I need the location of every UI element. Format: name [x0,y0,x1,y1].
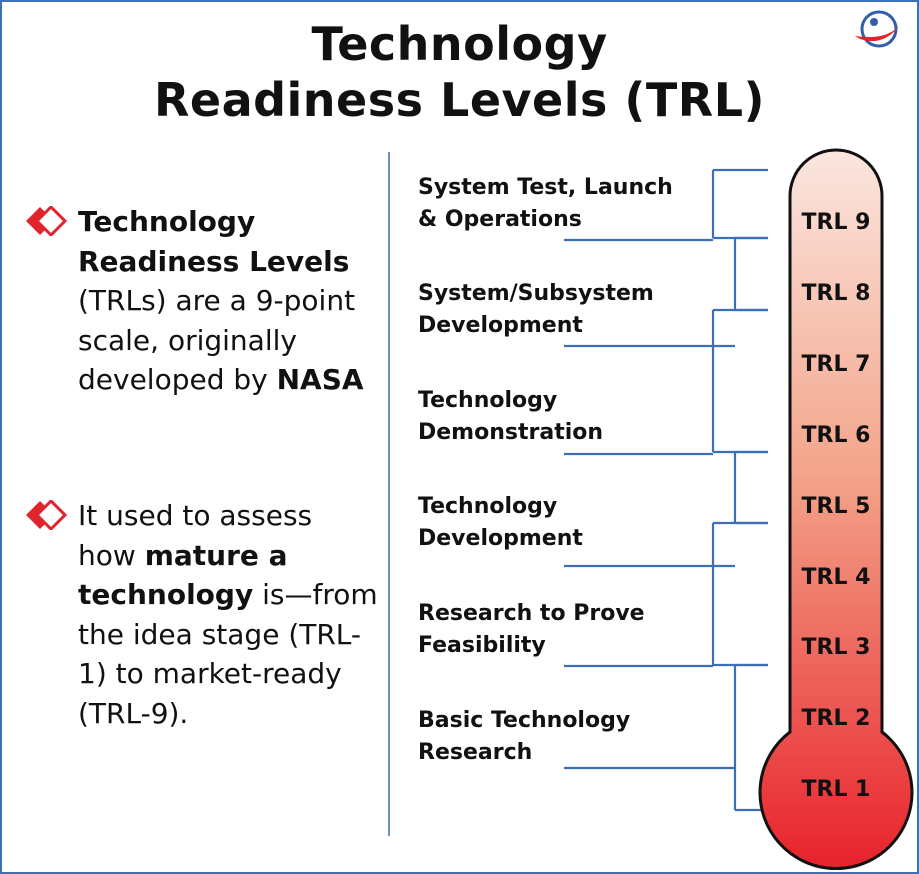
stage-line-2: Development [418,313,583,338]
bullet-text: Technology Readiness Levels (TRLs) are a… [78,202,378,400]
thermometer [758,148,914,870]
bullet-plain-text: It used to assess how [78,499,313,572]
trl-level-label: TRL 4 [802,565,871,590]
title-line-1: Technology [311,17,608,71]
bullet-plain-text: is—from the idea stage (TRL-1) to market… [78,578,378,730]
trl-level-label: TRL 3 [802,635,871,660]
red-diamond-icon [26,500,68,530]
trl-level-label: TRL 2 [802,706,871,731]
trl-level-label: TRL 9 [802,210,871,235]
stage-line-2: Demonstration [418,420,604,445]
trl-level-label: TRL 7 [802,352,871,377]
stage-line-1: Technology [418,494,558,519]
red-diamond-icon [26,206,68,236]
stage-label: System Test, Launch & Operations [418,172,718,236]
stage-label: Technology Demonstration [418,385,718,449]
stage-label: Basic Technology Research [418,705,718,769]
page-title: Technology Readiness Levels (TRL) [0,16,919,128]
stage-line-1: System Test, Launch [418,175,673,200]
stage-line-2: & Operations [418,207,582,232]
bullet-bold-text: NASA [276,363,364,396]
trl-level-label: TRL 5 [802,494,871,519]
stage-connectors [564,168,768,812]
stage-line-1: System/Subsystem [418,281,654,306]
stage-line-1: Technology [418,388,558,413]
trl-level-label: TRL 8 [802,281,871,306]
bullet-bold-text: mature a technology [78,538,288,612]
stage-label: System/Subsystem Development [418,278,718,342]
trl-level-label: TRL 1 [802,777,871,802]
logo-dot [870,18,878,26]
title-line-2: Readiness Levels (TRL) [153,73,766,127]
trl-labels: TRL 9 TRL 8 TRL 7 TRL 6 TRL 5 TRL 4 TRL 3 TRL 2… [802,210,871,802]
stage-line-1: Basic Technology [418,708,631,733]
bullet-plain-text: (TRLs) are a 9-point scale, originally d… [78,284,356,396]
stage-label: Technology Development [418,491,718,555]
stage-line-2: Research [418,740,533,765]
bullet-bold-text: Technology Readiness Levels [78,205,350,278]
logo-swoosh [855,26,899,42]
bullet-text: It used to assess how mature a technolog… [78,496,378,733]
stage-line-2: Feasibility [418,633,546,658]
globe-logo-icon [855,10,899,48]
column-divider [388,152,390,836]
stage-label: Research to Prove Feasibility [418,598,718,662]
stage-line-2: Development [418,526,583,551]
trl-level-label: TRL 6 [802,423,871,448]
stage-line-1: Research to Prove [418,601,645,626]
